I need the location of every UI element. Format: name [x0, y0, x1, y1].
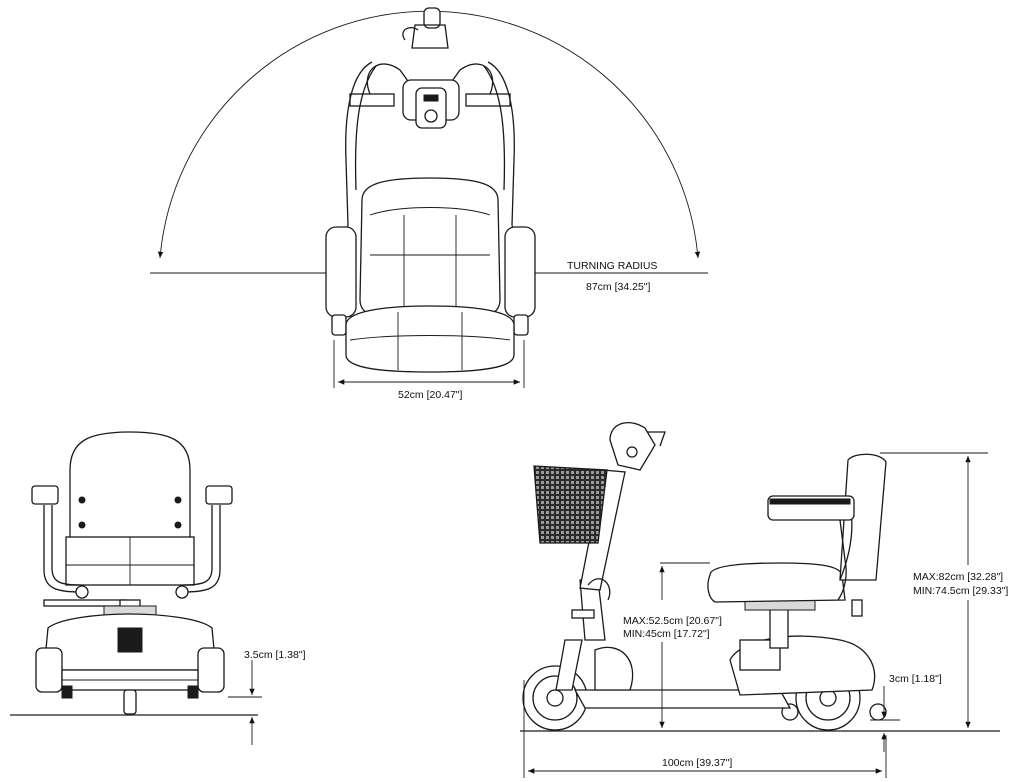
basket [533, 465, 608, 544]
front-view: 3.5cm [1.38"] [10, 431, 306, 745]
overall-height-min: MIN:74.5cm [29.33"] [913, 585, 1008, 597]
side-view: MAX:52.5cm [20.67"] MIN:45cm [17.72"] MA… [520, 422, 1008, 778]
top-view: TURNING RADIUS 87cm [34.25"] [150, 7, 708, 401]
overall-height-max: MAX:82cm [32.28"] [913, 571, 1003, 583]
front-clearance-value: 3.5cm [1.38"] [244, 649, 306, 661]
length-dimension-value: 100cm [39.37"] [662, 757, 732, 769]
seat-height-min: MIN:45cm [17.72"] [623, 628, 710, 640]
turning-radius-value: 87cm [34.25"] [586, 281, 651, 293]
turning-radius-label: TURNING RADIUS [567, 260, 657, 272]
seat-height-max: MAX:52.5cm [20.67"] [623, 615, 722, 627]
width-dimension-value: 52cm [20.47"] [398, 389, 463, 401]
side-clearance-value: 3cm [1.18"] [889, 673, 942, 685]
